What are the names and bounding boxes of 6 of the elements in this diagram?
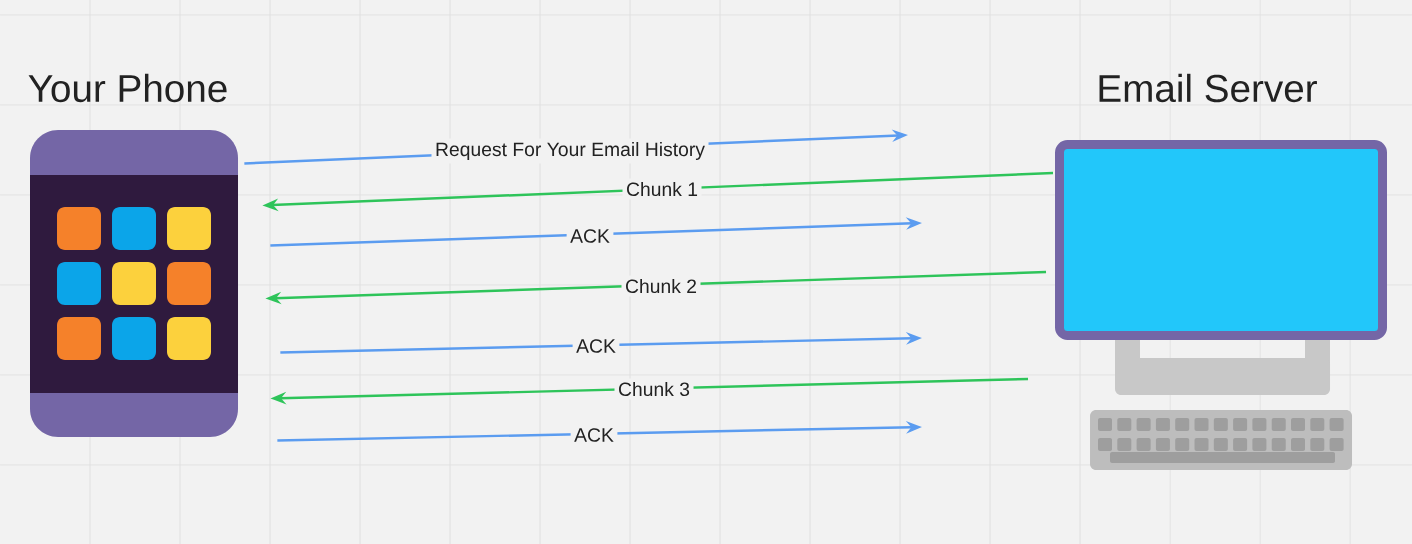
edge-label: Chunk 1 [622, 178, 702, 200]
edge-label: Request For Your Email History [431, 138, 709, 164]
edge-label: Chunk 2 [621, 275, 701, 297]
edge-label: Chunk 3 [614, 378, 694, 400]
heading: Email Server [1099, 73, 1317, 103]
heading: Your Phone [28, 73, 227, 103]
